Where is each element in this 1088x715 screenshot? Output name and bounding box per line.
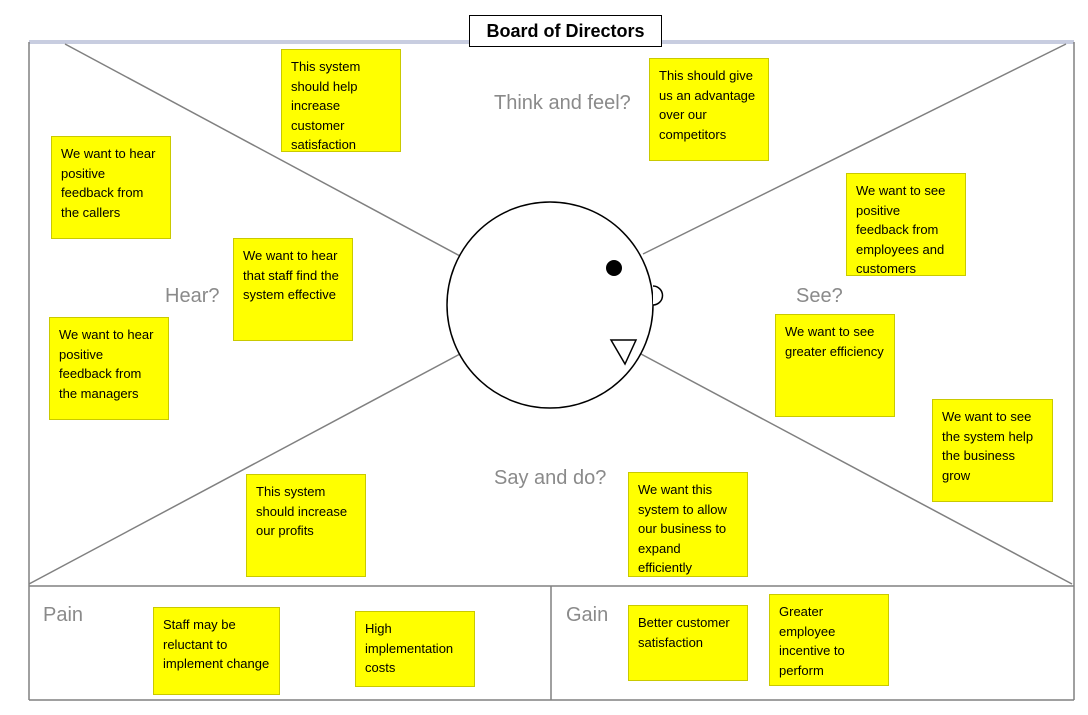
head-circle xyxy=(446,201,654,409)
sticky-note-say-do-1: This system should increase our profits xyxy=(246,474,366,577)
section-label-hear: Hear? xyxy=(165,285,220,307)
sticky-note-hear-1: We want to hear positive feedback from t… xyxy=(51,136,171,239)
section-label-pain: Pain xyxy=(43,604,84,626)
section-label-see: See? xyxy=(796,285,843,307)
sticky-note-see-1: We want to see positive feedback from em… xyxy=(846,173,966,276)
sticky-note-gain-2: Greater employee incentive to perform xyxy=(769,594,889,686)
sticky-note-think-feel-1: This system should help increase custome… xyxy=(281,49,401,152)
sticky-note-think-feel-2: This should give us an advantage over ou… xyxy=(649,58,769,161)
sticky-note-hear-2: We want to hear that staff find the syst… xyxy=(233,238,353,341)
sticky-note-pain-2: High implementation costs xyxy=(355,611,475,687)
diagonal-top-left xyxy=(64,43,461,257)
mouth-icon xyxy=(609,339,638,366)
sticky-note-see-2: We want to see greater efficiency xyxy=(775,314,895,417)
section-label-think-feel: Think and feel? xyxy=(494,92,631,114)
diagonal-top-right xyxy=(642,43,1067,255)
ear-icon xyxy=(652,285,664,306)
diagonal-bottom-left xyxy=(28,353,461,585)
sticky-note-say-do-2: We want this system to allow our busines… xyxy=(628,472,748,577)
sticky-note-gain-1: Better customer satisfaction xyxy=(628,605,748,681)
section-label-say-do: Say and do? xyxy=(494,467,607,489)
eye-icon xyxy=(606,260,622,276)
diagonal-bottom-right xyxy=(640,353,1073,585)
page-title: Board of Directors xyxy=(469,15,662,47)
section-label-gain: Gain xyxy=(566,604,609,626)
sticky-note-see-3: We want to see the system help the busin… xyxy=(932,399,1053,502)
sticky-note-hear-3: We want to hear positive feedback from t… xyxy=(49,317,169,420)
sticky-note-pain-1: Staff may be reluctant to implement chan… xyxy=(153,607,280,695)
